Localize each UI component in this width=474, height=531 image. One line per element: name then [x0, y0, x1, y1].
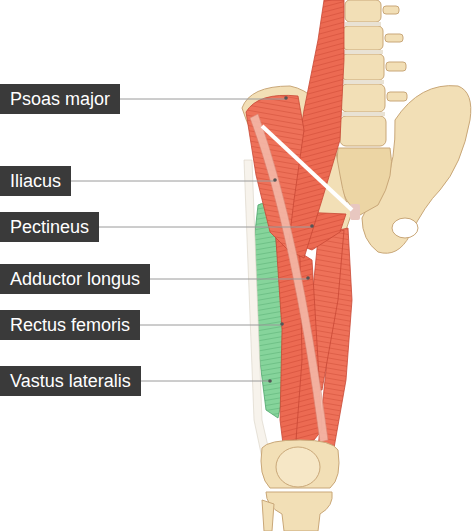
leader-line	[140, 325, 282, 326]
iliotibial-tract	[244, 160, 270, 458]
femur-condyles	[261, 440, 339, 488]
part-label: Vastus lateralis	[0, 366, 141, 396]
disc	[343, 50, 383, 54]
obturator-foramen	[392, 218, 418, 238]
patella	[276, 447, 320, 487]
leader-line	[141, 381, 270, 382]
inguinal-ligament	[262, 126, 352, 210]
part-label: Rectus femoris	[0, 310, 140, 340]
leader-line	[71, 181, 275, 182]
leader-line	[99, 227, 312, 228]
leader-line	[150, 279, 308, 280]
sartorius	[250, 114, 328, 442]
part-label: Iliacus	[0, 166, 71, 196]
part-label: Pectineus	[0, 212, 99, 242]
disc	[341, 112, 385, 116]
disc	[342, 80, 384, 84]
pubic-symphysis	[350, 204, 360, 220]
part-label: Adductor longus	[0, 264, 150, 294]
leader-line	[120, 99, 286, 100]
tibia	[266, 492, 332, 531]
disc	[345, 22, 381, 26]
fibula	[262, 500, 274, 531]
part-label: Psoas major	[0, 84, 120, 114]
leader-dots	[268, 96, 314, 383]
